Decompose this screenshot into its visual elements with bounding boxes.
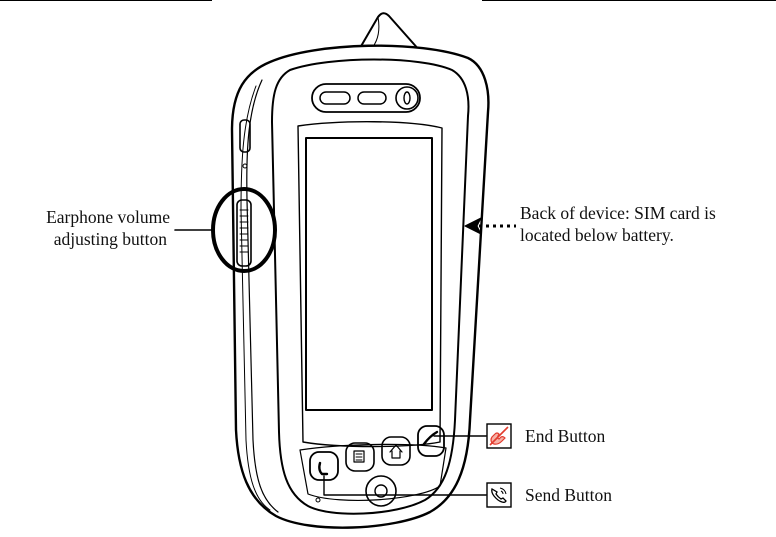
send-leader-line xyxy=(323,475,487,496)
top-rule-left xyxy=(0,0,212,1)
end-button-label: End Button xyxy=(525,426,606,446)
earphone-label-line1: Earphone volume xyxy=(46,207,170,227)
earpiece-slot-left xyxy=(319,91,351,105)
back-of-device-label: Back of device: SIM card is located belo… xyxy=(520,202,716,246)
send-call-icon xyxy=(486,482,512,508)
earphone-label-line2: adjusting button xyxy=(53,229,167,249)
earpiece-slot-mid xyxy=(357,91,387,105)
back-arrow-head xyxy=(464,217,482,235)
top-rule-right xyxy=(482,0,776,1)
nav-pad xyxy=(365,475,397,507)
end-call-icon xyxy=(486,423,512,449)
earpiece-frame xyxy=(311,83,421,113)
earphone-volume-label: Earphone volume adjusting button xyxy=(0,206,170,250)
device-front xyxy=(271,58,470,515)
home-button xyxy=(381,436,411,466)
back-label-line1: Back of device: SIM card is xyxy=(520,203,716,223)
button-panel xyxy=(299,443,447,501)
send-button-label: Send Button xyxy=(525,485,613,505)
side-button-top xyxy=(239,119,251,153)
back-label-line2: located below battery. xyxy=(520,225,674,245)
camera-lens xyxy=(395,86,419,110)
end-button xyxy=(417,425,445,457)
start-button xyxy=(345,442,375,472)
volume-wheel xyxy=(236,199,252,267)
